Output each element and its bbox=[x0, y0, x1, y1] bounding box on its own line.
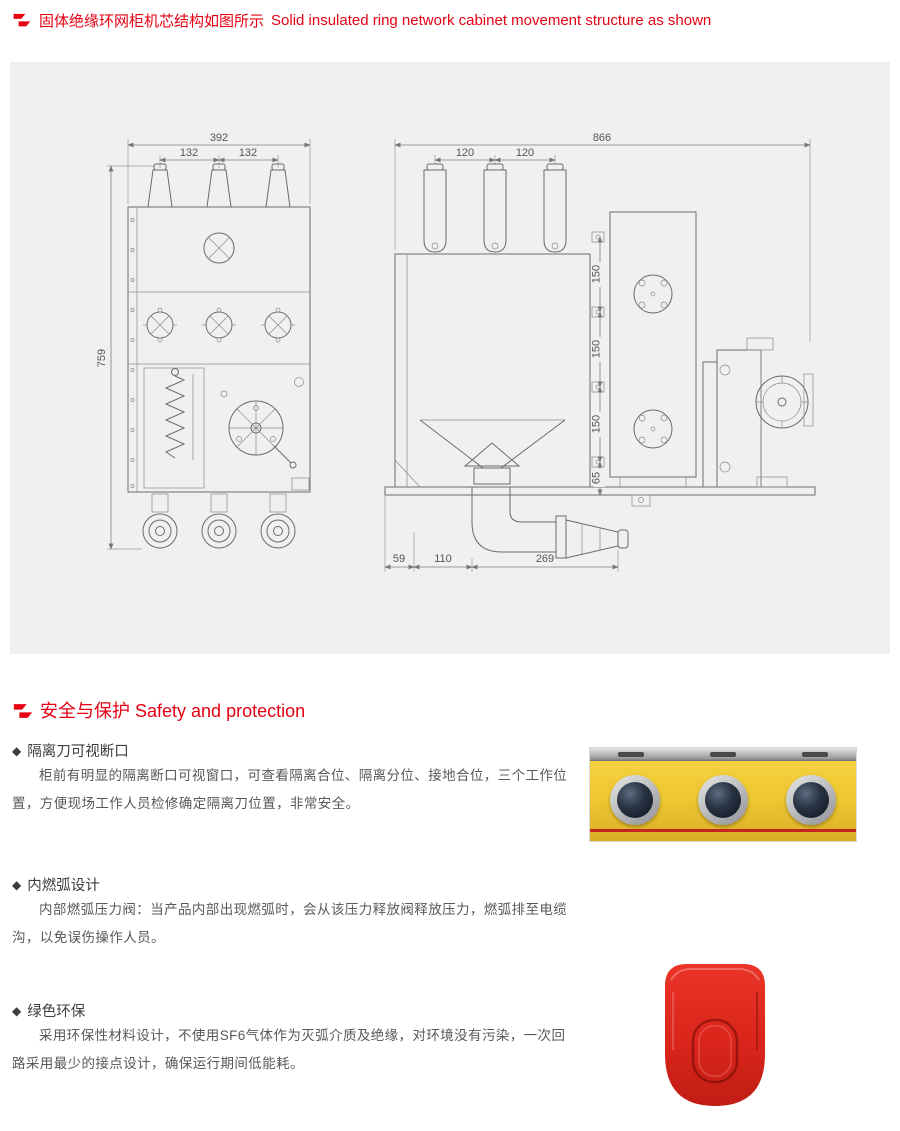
dim-total-width-right: 866 bbox=[394, 132, 811, 342]
dim-59-label: 59 bbox=[393, 553, 405, 565]
dim-vertical-stack: 150 150 150 65 bbox=[591, 236, 605, 496]
flange-bottom bbox=[633, 409, 673, 449]
feature-heading-2: ◆ 内燃弧设计 bbox=[12, 874, 100, 895]
operating-mechanism-wheel bbox=[220, 377, 310, 491]
technical-drawings: 392 132 132 759 bbox=[96, 132, 816, 572]
dim-132b-label: 132 bbox=[239, 147, 257, 159]
dim-total-width-left: 392 bbox=[127, 132, 311, 204]
feature-body-1: 柜前有明显的隔离断口可视窗口，可查看隔离合位、隔离分位、接地合位，三个工作位置，… bbox=[12, 768, 568, 811]
feature-title: 隔离刀可视断口 bbox=[27, 744, 129, 760]
feature-heading-3: ◆ 绿色环保 bbox=[12, 1000, 85, 1021]
flange-top bbox=[633, 274, 673, 314]
bushing-panel-photo bbox=[590, 748, 856, 841]
safety-section-header: 安全与保护 Safety and protection bbox=[12, 697, 305, 723]
page-header: 固体绝缘环网柜机芯结构如图所示 Solid insulated ring net… bbox=[12, 10, 711, 31]
dim-120b-label: 120 bbox=[516, 147, 534, 159]
rail-slot bbox=[618, 752, 644, 757]
bushing-contact bbox=[617, 782, 653, 818]
drawing-panel: 392 132 132 759 bbox=[10, 62, 890, 654]
dim-132a-label: 132 bbox=[180, 147, 198, 159]
connection-panel bbox=[591, 211, 697, 487]
red-epoxy-part bbox=[665, 964, 765, 1106]
top-contact bbox=[203, 232, 235, 264]
feature-heading-1: ◆ 隔离刀可视断口 bbox=[12, 740, 129, 761]
diamond-bullet-icon: ◆ bbox=[12, 1003, 22, 1018]
rail-slot bbox=[802, 752, 828, 757]
rail-slot bbox=[710, 752, 736, 757]
spring-mechanism bbox=[143, 367, 205, 489]
dim-pitch-left: 132 132 bbox=[159, 147, 279, 168]
dim-150a-label: 150 bbox=[591, 265, 603, 283]
diamond-bullet-icon: ◆ bbox=[12, 743, 22, 758]
dim-150c-label: 150 bbox=[591, 415, 603, 433]
bottom-coils bbox=[142, 493, 296, 549]
diamond-bullet-icon: ◆ bbox=[12, 877, 22, 892]
bushing-hole bbox=[610, 775, 660, 825]
bushings-left bbox=[147, 163, 291, 208]
bushing-contact bbox=[793, 782, 829, 818]
dim-110-label: 110 bbox=[434, 553, 452, 565]
feature-title: 绿色环保 bbox=[27, 1004, 86, 1020]
dim-392-label: 392 bbox=[210, 132, 228, 144]
page-title-zh: 固体绝缘环网柜机芯结构如图所示 bbox=[39, 13, 265, 30]
feature-body-3: 采用环保性材料设计，不使用SF6气体作为灭弧介质及绝缘，对环境没有污染，一次回路… bbox=[12, 1028, 566, 1071]
bushing-hole bbox=[786, 775, 836, 825]
dim-65-label: 65 bbox=[591, 472, 603, 484]
bushing-hole bbox=[698, 775, 748, 825]
dim-866-label: 866 bbox=[593, 132, 611, 144]
page-title-en: Solid insulated ring network cabinet mov… bbox=[271, 12, 712, 29]
feature-title: 内燃弧设计 bbox=[27, 878, 100, 894]
cabinet-body-left bbox=[127, 206, 311, 493]
brand-icon bbox=[12, 702, 33, 719]
tank-body bbox=[394, 253, 591, 488]
red-stripe bbox=[590, 829, 856, 832]
dim-bottom-row: 59 110 269 bbox=[384, 495, 619, 572]
left-drawing: 392 132 132 759 bbox=[96, 132, 311, 550]
dim-150b-label: 150 bbox=[591, 340, 603, 358]
right-drawing: 866 120 120 bbox=[384, 132, 816, 572]
bushing-contact bbox=[705, 782, 741, 818]
dim-height-left: 759 bbox=[96, 165, 154, 550]
metal-rail bbox=[590, 748, 856, 761]
dim-269-label: 269 bbox=[536, 553, 554, 565]
bushings-right bbox=[423, 163, 567, 253]
dim-pitch-right: 120 120 bbox=[434, 147, 556, 164]
mid-contacts bbox=[143, 307, 295, 343]
cable-elbow bbox=[471, 487, 629, 559]
red-epoxy-part-photo bbox=[655, 958, 775, 1112]
safety-section-title: 安全与保护 Safety and protection bbox=[40, 701, 306, 721]
dim-759-label: 759 bbox=[96, 349, 108, 367]
side-mechanism bbox=[702, 337, 814, 488]
dim-120a-label: 120 bbox=[456, 147, 474, 159]
brand-icon bbox=[12, 12, 32, 29]
feature-body-2: 内部燃弧压力阀：当产品内部出现燃弧时，会从该压力释放阀释放压力，燃弧排至电缆沟，… bbox=[12, 902, 568, 945]
